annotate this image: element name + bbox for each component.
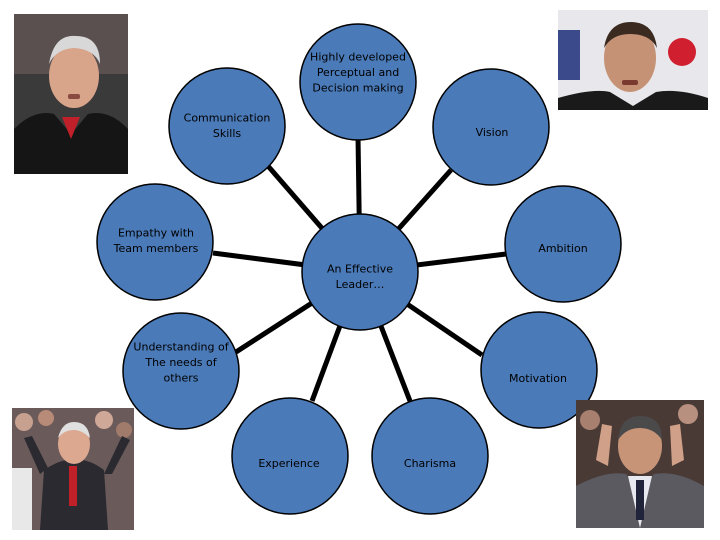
node-center-label: Leader…	[336, 278, 385, 291]
node-understanding-circle	[122, 312, 240, 430]
person-photo-icon	[14, 14, 128, 174]
node-experience-circle	[231, 397, 349, 515]
node-center: An EffectiveLeader…	[301, 213, 419, 331]
coach-photo-top-left	[14, 14, 128, 174]
node-perceptual-label: Perceptual and	[317, 66, 399, 79]
node-ambition-circle	[504, 185, 622, 303]
node-understanding-label: others	[163, 372, 198, 385]
node-perceptual-circle	[299, 23, 417, 141]
coach-photo-bottom-left	[12, 408, 134, 530]
node-empathy-label: Empathy with	[118, 226, 194, 239]
node-communication-label: Skills	[213, 127, 242, 140]
node-center-circle	[301, 213, 419, 331]
node-understanding-label: Understanding of	[133, 341, 229, 354]
node-communication-label: Communication	[184, 111, 271, 124]
node-motivation: Motivation	[480, 311, 598, 429]
person-photo-icon	[558, 10, 708, 110]
node-empathy-circle	[96, 183, 214, 301]
coach-photo-bottom-right	[576, 400, 704, 528]
node-perceptual-label: Highly developed	[310, 51, 406, 64]
node-perceptual-label: Decision making	[312, 82, 403, 95]
person-photo-icon	[576, 400, 704, 528]
node-vision: Vision	[432, 68, 550, 186]
node-empathy-label: Team members	[113, 242, 199, 255]
node-experience: Experience	[231, 397, 349, 515]
node-motivation-circle	[480, 311, 598, 429]
node-ambition-label: Ambition	[538, 242, 587, 255]
person-photo-icon	[12, 408, 134, 530]
node-understanding: Understanding of The needs of others	[122, 312, 240, 430]
node-communication-circle	[168, 67, 286, 185]
coach-photo-top-right	[558, 10, 708, 110]
node-vision-label: Vision	[476, 126, 509, 139]
node-charisma-label: Charisma	[404, 457, 456, 470]
node-vision-circle	[432, 68, 550, 186]
node-charisma: Charisma	[371, 397, 489, 515]
node-center-label: An Effective	[327, 262, 393, 275]
node-ambition: Ambition	[504, 185, 622, 303]
node-charisma-circle	[371, 397, 489, 515]
node-experience-label: Experience	[258, 457, 320, 470]
node-motivation-label: Motivation	[509, 372, 567, 385]
node-understanding-label: The needs of	[144, 356, 217, 369]
